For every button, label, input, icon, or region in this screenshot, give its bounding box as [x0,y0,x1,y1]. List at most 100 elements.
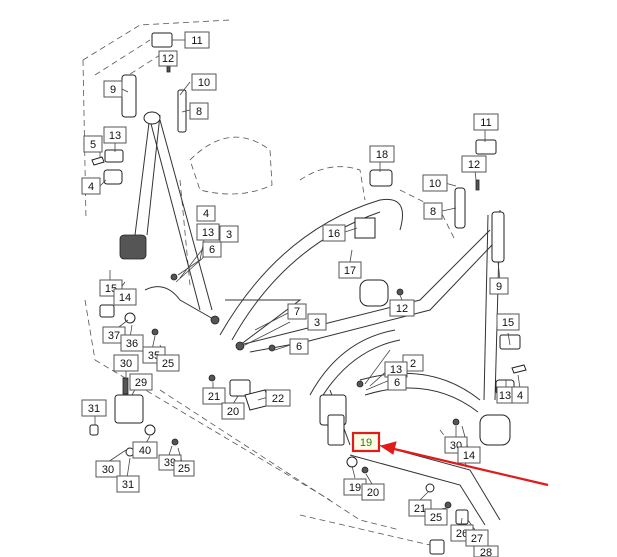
part-label: 18 [369,145,395,163]
part-label: 2 [402,354,424,372]
part-label: 13 [384,361,408,378]
part-label: 13 [496,386,514,404]
part-label: 7 [287,303,307,320]
svg-text:26: 26 [456,528,468,540]
part-label: 5 [83,135,103,153]
svg-text:15: 15 [502,317,514,329]
svg-text:39: 39 [164,457,176,469]
svg-text:27: 27 [471,533,483,545]
svg-text:11: 11 [191,35,202,47]
part-label: 19 [343,478,367,496]
highlight-arrow [379,441,549,487]
svg-text:2: 2 [410,358,416,370]
svg-text:28: 28 [480,547,492,557]
part-label: 9 [103,80,123,98]
svg-text:4: 4 [517,390,523,402]
svg-text:30: 30 [120,358,132,370]
svg-text:31: 31 [122,479,134,491]
part-label: 14 [113,288,137,306]
part-label: 25 [424,508,448,526]
part-label: 3 [307,313,327,331]
part-label: 11 [184,31,210,49]
part-label: 29 [129,373,153,391]
part-label-highlighted[interactable]: 19 [351,431,381,453]
svg-text:13: 13 [109,130,121,142]
svg-text:20: 20 [227,406,239,418]
part-label: 16 [322,224,346,242]
svg-text:14: 14 [463,450,475,462]
svg-text:37: 37 [108,330,120,342]
svg-text:4: 4 [88,181,94,193]
part-label: 12 [158,50,178,67]
part-label: 8 [423,202,443,220]
svg-text:10: 10 [429,178,441,190]
svg-text:17: 17 [344,265,356,277]
svg-text:3: 3 [314,317,320,329]
part-label: 15 [496,313,520,331]
svg-text:13: 13 [390,364,402,376]
svg-text:18: 18 [376,149,388,161]
part-label: 9 [489,277,509,295]
svg-text:40: 40 [139,445,151,457]
belt-webbing [134,114,501,526]
part-label: 30 [113,354,139,372]
part-labels: 11 12 10 9 8 5 13 4 18 16 17 12 11 12 10… [81,31,529,557]
part-label: 12 [389,299,415,317]
svg-text:6: 6 [296,341,302,353]
svg-text:8: 8 [430,206,436,218]
part-label: 8 [189,102,209,120]
part-label: 25 [156,354,180,372]
part-label: 4 [196,205,216,222]
seat-outline [82,19,471,546]
part-label: 30 [95,460,121,478]
svg-text:12: 12 [468,159,480,171]
part-label: 10 [191,73,217,91]
svg-text:20: 20 [367,487,379,499]
part-label: 25 [173,460,195,477]
svg-text:13: 13 [499,390,511,402]
svg-text:21: 21 [208,391,220,403]
svg-text:14: 14 [119,292,131,304]
part-label: 20 [221,402,245,420]
svg-text:30: 30 [102,464,114,476]
part-label: 11 [473,113,499,131]
svg-text:21: 21 [414,503,426,515]
part-label: 20 [361,483,385,501]
svg-text:19: 19 [360,437,372,449]
part-label: 28 [473,545,499,557]
svg-text:11: 11 [480,117,491,129]
part-label: 36 [120,334,144,352]
svg-text:19: 19 [349,482,361,494]
svg-text:5: 5 [90,139,96,151]
part-label: 17 [338,261,362,279]
part-label: 6 [202,241,222,258]
part-label: 4 [511,386,529,404]
part-label: 31 [116,475,140,493]
svg-text:25: 25 [430,512,442,524]
part-label: 22 [265,389,291,407]
part-label: 14 [457,446,481,464]
svg-text:29: 29 [135,377,147,389]
svg-text:3: 3 [226,229,232,241]
part-label: 12 [461,155,487,173]
svg-text:6: 6 [209,244,215,256]
part-shapes [89,32,527,555]
svg-text:31: 31 [88,403,100,415]
part-label: 6 [289,338,309,355]
svg-text:9: 9 [496,281,502,293]
svg-text:10: 10 [198,77,210,89]
part-label: 13 [196,223,220,241]
svg-text:25: 25 [178,463,190,475]
part-label: 3 [219,225,239,243]
svg-text:36: 36 [126,338,138,350]
part-label: 13 [103,126,127,144]
part-label: 10 [422,174,448,192]
svg-text:6: 6 [394,377,400,389]
part-label: 31 [81,399,107,417]
svg-text:4: 4 [203,208,209,220]
svg-text:25: 25 [162,358,174,370]
svg-text:13: 13 [202,227,214,239]
svg-text:12: 12 [396,303,408,315]
part-label: 4 [81,177,101,195]
